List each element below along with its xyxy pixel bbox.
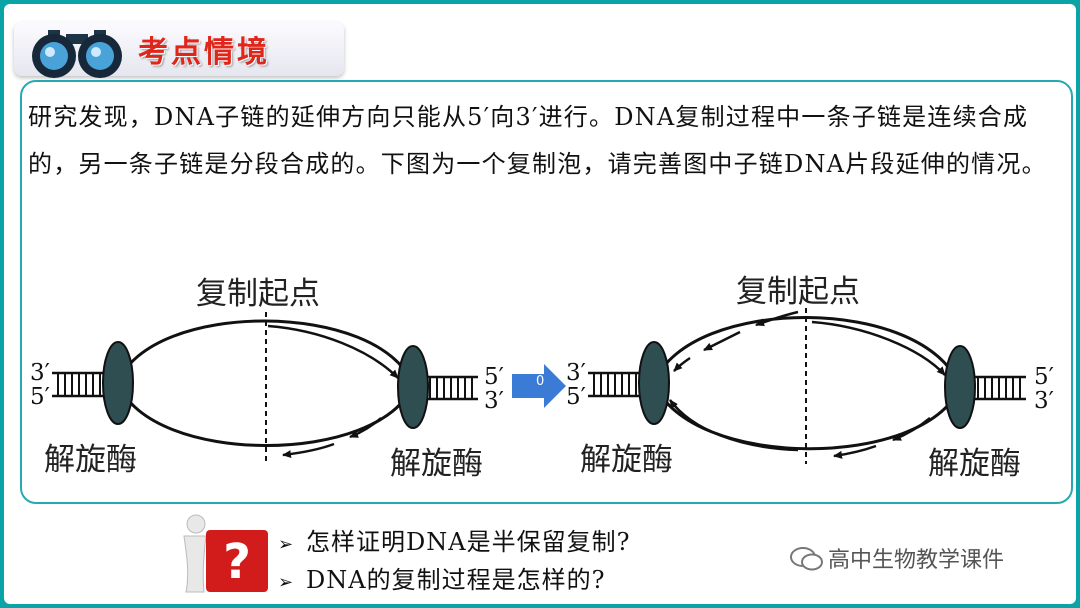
right-helicase-left <box>638 341 670 425</box>
right-bottom-strand <box>652 382 962 451</box>
question-1-text: 怎样证明DNA是半保留复制? <box>306 528 631 556</box>
left-end-bottom: 5′ <box>30 384 50 410</box>
question-1: ➢ 怎样证明DNA是半保留复制? <box>278 522 630 557</box>
right-diagram-right-end-bottom: 3′ <box>1034 388 1054 414</box>
binoculars-icon <box>32 30 122 78</box>
left-bubble <box>52 312 478 463</box>
left-end-top: 3′ <box>30 360 50 386</box>
left-helicase-label-1: 解旋酶 <box>44 442 137 478</box>
left-lagging-fragment-2 <box>282 442 335 459</box>
left-lagging-fragment-1 <box>349 417 382 439</box>
left-bottom-strand <box>116 382 415 447</box>
right-end-bottom: 3′ <box>484 388 504 414</box>
bullet-arrow-icon: ➢ <box>278 572 295 593</box>
bullet-arrow-icon: ➢ <box>278 534 295 555</box>
question-mark-icon: ? <box>183 514 268 593</box>
right-lagging-bottom-1 <box>892 417 931 442</box>
right-top-strand <box>652 316 962 388</box>
right-helicase-label-1: 解旋酶 <box>580 442 673 478</box>
page-title: 考点情境 <box>138 35 270 70</box>
right-leading-top <box>811 320 946 376</box>
right-diagram-left-end-top: 3′ <box>566 360 586 386</box>
right-bubble <box>588 308 1026 464</box>
svg-text:?: ? <box>223 534 251 590</box>
right-helicase-label-2: 解旋酶 <box>928 446 1021 482</box>
wechat-icon <box>790 547 823 571</box>
question-2: ➢ DNA的复制过程是怎样的? <box>278 560 605 595</box>
left-origin-label: 复制起点 <box>196 276 320 312</box>
right-origin-label: 复制起点 <box>736 274 860 310</box>
right-end-top: 5′ <box>484 364 504 390</box>
problem-text: 研究发现，DNA子链的延伸方向只能从5′向3′进行。DNA复制过程中一条子链是连… <box>28 103 1047 178</box>
right-lagging-top-3 <box>673 356 691 372</box>
right-lagging-bottom-2 <box>833 444 877 459</box>
right-helicase-right <box>944 345 976 429</box>
left-helicase-left <box>102 341 134 425</box>
right-diagram-right-end-top: 5′ <box>1034 364 1054 390</box>
question-2-text: DNA的复制过程是怎样的? <box>306 566 606 594</box>
left-helicase-right <box>397 345 429 429</box>
right-leading-bottom <box>668 399 799 452</box>
right-diagram-left-end-bottom: 5′ <box>566 384 586 410</box>
right-lagging-top-1 <box>755 310 799 327</box>
transition-arrow <box>512 364 566 408</box>
left-leading-arrow <box>267 324 399 379</box>
left-helicase-label-2: 解旋酶 <box>390 446 483 482</box>
transition-arrow-label: 0 <box>536 374 545 389</box>
watermark-text: 高中生物教学课件 <box>828 548 1005 573</box>
right-lagging-top-2 <box>703 330 741 352</box>
